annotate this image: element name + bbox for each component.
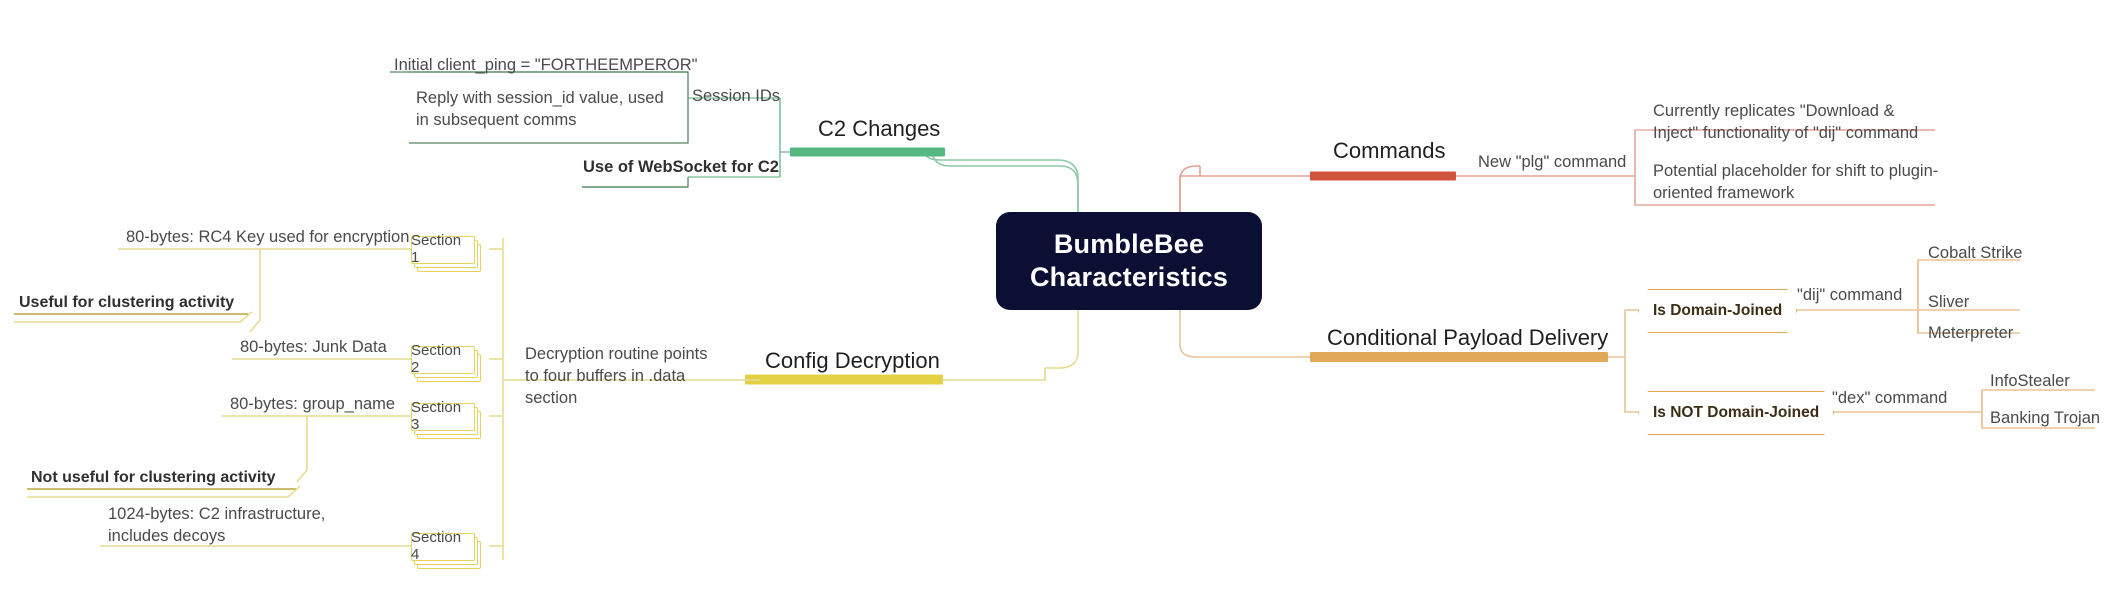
edge-label-dij-command: "dij" command xyxy=(1797,286,1903,304)
branch-title-commands[interactable]: Commands xyxy=(1333,138,1446,163)
section-1-detail[interactable]: 80-bytes: RC4 Key used for encryption xyxy=(126,228,410,246)
section-box-2[interactable]: Section 2 xyxy=(411,342,481,382)
section-box-3[interactable]: Section 3 xyxy=(411,399,481,439)
payload-sliver[interactable]: Sliver xyxy=(1928,293,1970,311)
section-2-detail[interactable]: 80-bytes: Junk Data xyxy=(240,338,387,356)
c2-edge-label-session-ids: Session IDs xyxy=(692,87,781,105)
branch-title-config-decryption[interactable]: Config Decryption xyxy=(765,348,940,373)
branch-title-conditional-payload-delivery[interactable]: Conditional Payload Delivery xyxy=(1327,325,1609,350)
callout-not-useful-clustering[interactable]: Not useful for clustering activity xyxy=(31,469,275,487)
section-box-1[interactable]: Section 1 xyxy=(411,232,481,272)
section-4-detail[interactable]: 1024-bytes: C2 infrastructure, includes … xyxy=(108,505,326,545)
c2-initial-client-ping-label[interactable]: Initial client_ping = "FORTHEEMPEROR" xyxy=(394,56,698,74)
root-title-line2: Characteristics xyxy=(1029,262,1229,292)
section-3-detail[interactable]: 80-bytes: group_name xyxy=(230,395,396,413)
section-box-3-layer1 xyxy=(411,403,475,431)
branch-title-c2-changes[interactable]: C2 Changes xyxy=(818,116,941,141)
commands-edge-label-plg: New "plg" command xyxy=(1478,153,1627,171)
callout-useful-clustering-text: Useful for clustering activity xyxy=(19,294,235,311)
c2-session-id-reply-label[interactable]: Reply with session_id value, used in sub… xyxy=(416,89,664,129)
edge-label-dex-command: "dex" command xyxy=(1832,389,1948,407)
c2-websocket-label[interactable]: Use of WebSocket for C2 xyxy=(583,158,779,176)
section-box-3-label: Section 3 xyxy=(411,399,462,433)
config-decryption-edge-label: Decryption routine points to four buffer… xyxy=(525,345,708,407)
callout-not-useful-clustering-text: Not useful for clustering activity xyxy=(31,469,276,486)
section-box-4-label: Section 4 xyxy=(411,529,462,563)
root-title-line1: BumbleBee xyxy=(1053,229,1205,260)
root-node[interactable]: BumbleBee Characteristics xyxy=(996,212,1262,310)
section-box-4-layer1 xyxy=(411,533,475,561)
section-box-4[interactable]: Section 4 xyxy=(411,529,481,569)
decision-label-is-not-domain-joined: Is NOT Domain-Joined xyxy=(1653,404,1820,421)
decision-label-is-domain-joined: Is Domain-Joined xyxy=(1653,302,1783,319)
callout-useful-clustering[interactable]: Useful for clustering activity xyxy=(19,294,234,312)
commands-child-plugin-framework[interactable]: Potential placeholder for shift to plugi… xyxy=(1653,162,1939,202)
section-box-1-layer1 xyxy=(411,236,475,264)
section-box-2-label: Section 2 xyxy=(411,342,462,376)
decision-node-is-not-domain-joined[interactable]: Is NOT Domain-Joined xyxy=(1638,391,1834,435)
payload-cobalt-strike[interactable]: Cobalt Strike xyxy=(1928,244,2023,262)
section-box-2-layer1 xyxy=(411,346,475,374)
section-box-1-label: Section 1 xyxy=(411,232,462,266)
payload-banking-trojan[interactable]: Banking Trojan xyxy=(1990,409,2101,427)
commands-child-download-inject[interactable]: Currently replicates "Download & Inject"… xyxy=(1653,102,1919,142)
payload-meterpreter[interactable]: Meterpreter xyxy=(1928,324,2014,342)
decision-node-is-domain-joined[interactable]: Is Domain-Joined xyxy=(1638,289,1797,333)
payload-infostealer[interactable]: InfoStealer xyxy=(1990,372,2070,390)
